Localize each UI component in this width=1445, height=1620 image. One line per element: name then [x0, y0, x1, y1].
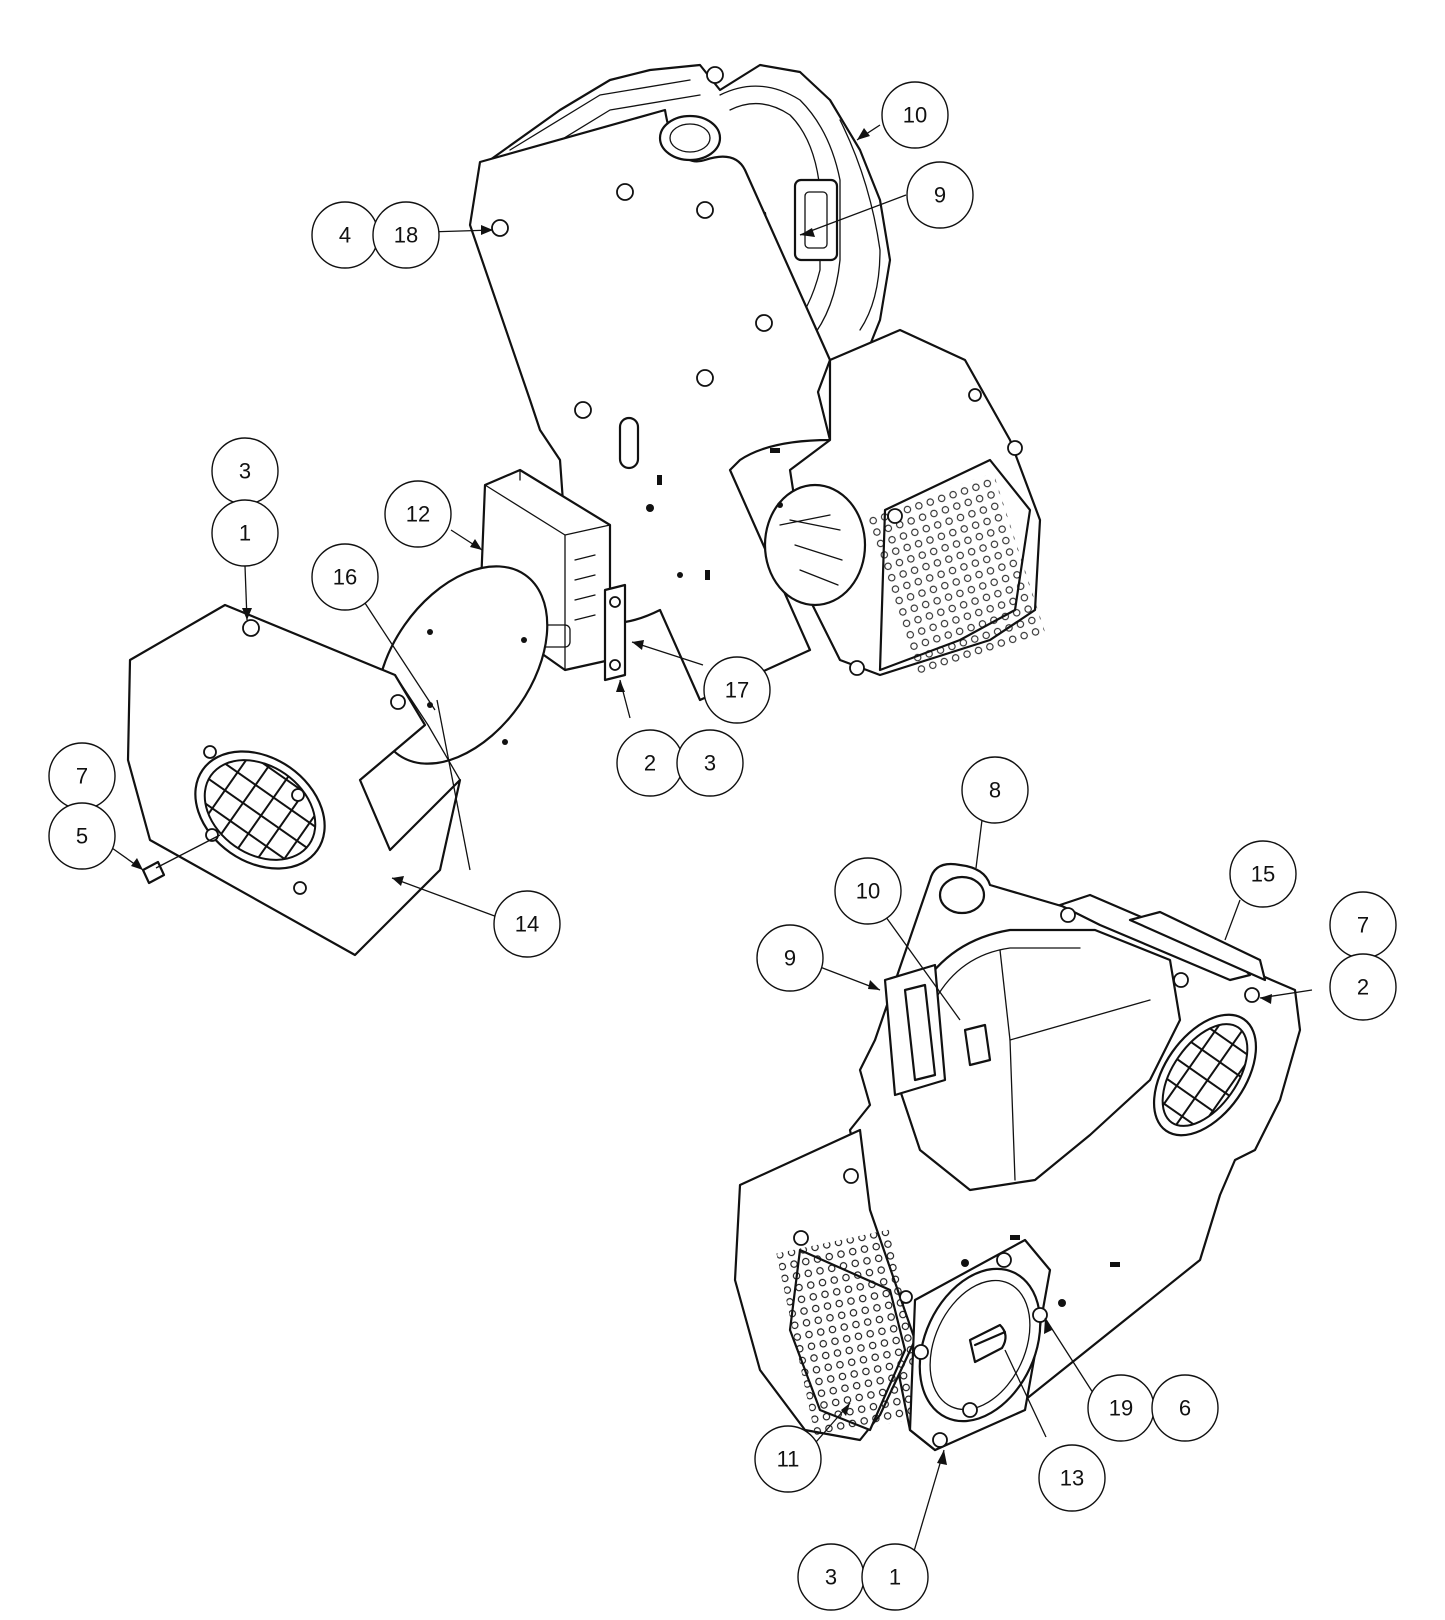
- svg-text:15: 15: [1251, 862, 1275, 887]
- top-plate-bolts: [491, 66, 1023, 676]
- svg-text:10: 10: [856, 879, 880, 904]
- callout-bot-19: 19: [1087, 1374, 1155, 1442]
- callout-box-2: 2: [616, 729, 684, 797]
- svg-text:1: 1: [239, 521, 251, 546]
- callout-bot-9: 9: [756, 924, 824, 992]
- bottom-assembly-bolts: [793, 907, 1260, 1448]
- callout-bot-8: 8: [961, 756, 1029, 824]
- svg-text:9: 9: [934, 183, 946, 208]
- callout-box-17: 17: [703, 656, 771, 724]
- svg-text:1: 1: [889, 1565, 901, 1590]
- callout-bot-10: 10: [834, 857, 902, 925]
- callout-bot-7: 7: [1329, 891, 1397, 959]
- callout-cover-5: 5: [48, 802, 116, 870]
- svg-text:11: 11: [777, 1447, 800, 1472]
- svg-text:9: 9: [784, 946, 796, 971]
- leader-arrows: [131, 128, 1272, 1465]
- svg-text:7: 7: [1357, 913, 1369, 938]
- callout-cover-7: 7: [48, 742, 116, 810]
- callout-box-3: 3: [676, 729, 744, 797]
- bottom-motor-assembly: [733, 862, 1302, 1452]
- top-motor-assembly: [468, 63, 1046, 702]
- callout-bot-3: 3: [797, 1543, 865, 1611]
- callout-box-12: 12: [384, 480, 452, 548]
- svg-text:7: 7: [76, 764, 88, 789]
- callout-top-9: 9: [906, 161, 974, 229]
- top-plate-holes: [646, 448, 783, 580]
- callout-cover-1: 1: [211, 499, 279, 567]
- svg-text:3: 3: [239, 459, 251, 484]
- callout-cover-14: 14: [493, 890, 561, 958]
- svg-text:3: 3: [825, 1565, 837, 1590]
- bottom-plate-holes: [961, 1235, 1120, 1307]
- callout-cover-3: 3: [211, 437, 279, 505]
- callout-bot-6: 6: [1151, 1374, 1219, 1442]
- callout-bot-13: 13: [1038, 1444, 1106, 1512]
- callout-bot-15: 15: [1229, 840, 1297, 908]
- callout-top-10: 10: [881, 81, 949, 149]
- svg-text:10: 10: [903, 103, 927, 128]
- svg-text:14: 14: [515, 912, 539, 937]
- callout-top-4: 4: [311, 201, 379, 269]
- svg-text:4: 4: [339, 223, 351, 248]
- svg-text:19: 19: [1109, 1396, 1133, 1421]
- svg-text:8: 8: [989, 778, 1001, 803]
- callout-bot-2: 2: [1329, 953, 1397, 1021]
- callout-bot-1: 1: [861, 1543, 929, 1611]
- svg-text:13: 13: [1060, 1466, 1084, 1491]
- svg-text:6: 6: [1179, 1396, 1191, 1421]
- end-cover: [126, 603, 462, 957]
- svg-text:16: 16: [333, 565, 357, 590]
- svg-text:17: 17: [725, 678, 749, 703]
- svg-text:12: 12: [406, 502, 430, 527]
- svg-text:2: 2: [1357, 975, 1369, 1000]
- svg-text:18: 18: [394, 223, 418, 248]
- svg-text:5: 5: [76, 824, 88, 849]
- callout-plate-16: 16: [311, 543, 379, 611]
- callout-top-18: 18: [372, 201, 440, 269]
- callout-bot-11: 11: [754, 1425, 822, 1493]
- svg-text:3: 3: [704, 751, 716, 776]
- svg-text:2: 2: [644, 751, 656, 776]
